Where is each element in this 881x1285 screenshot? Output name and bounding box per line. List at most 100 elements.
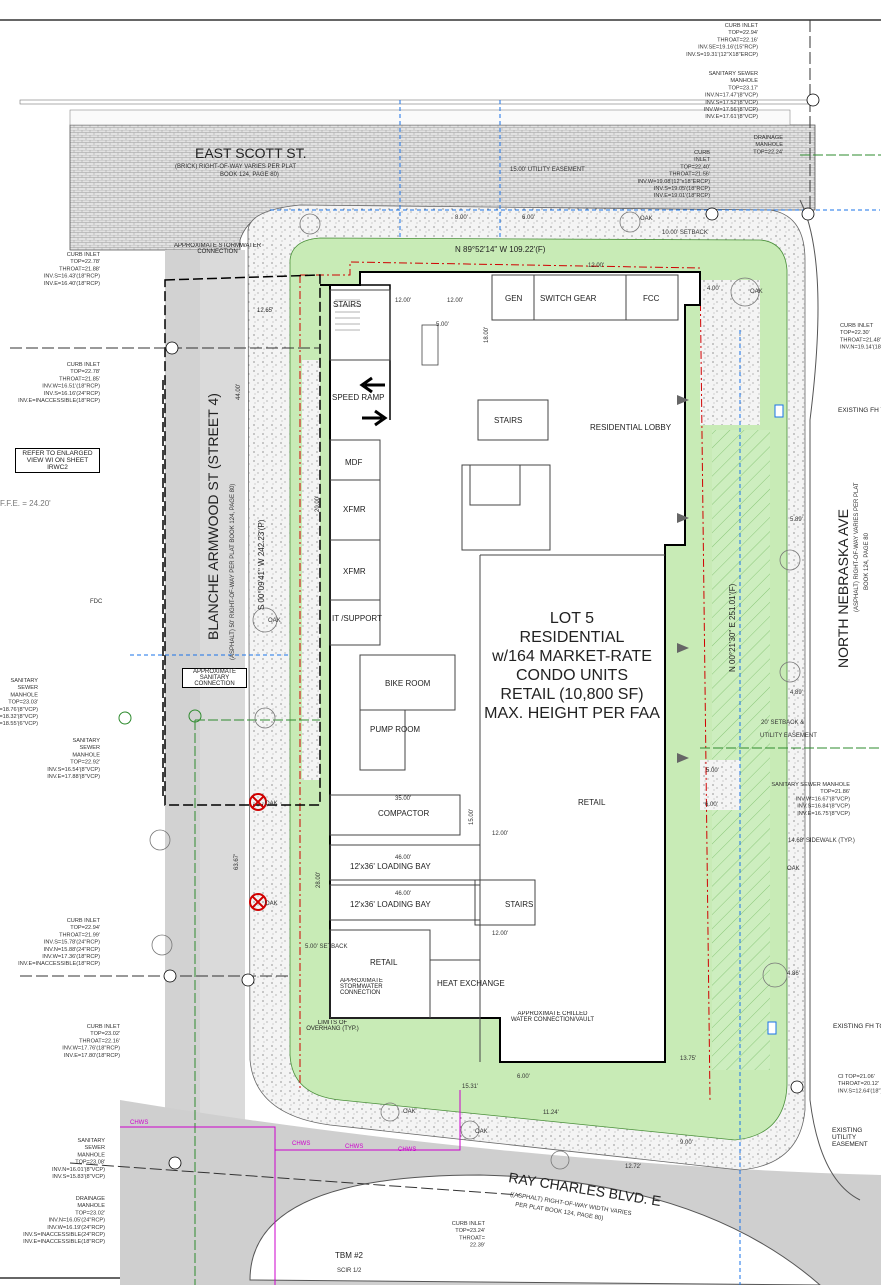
dim-12-4: 12.00' — [492, 831, 508, 837]
dim-15: 15.00' — [469, 809, 475, 825]
callout-ci-n-line: INV.W=19.08'(12"x18"ERCP) — [638, 179, 711, 185]
callout-ci-se-line: INV.S=12.64'(18") — [838, 1088, 881, 1094]
label-setback-20: 20' SETBACK & — [761, 720, 804, 726]
dim-20: 20.00' — [315, 496, 321, 512]
svg-text:w/164 MARKET-RATE: w/164 MARKET-RATE — [491, 648, 652, 665]
dim-486: 4.86' — [787, 971, 800, 977]
dim-6-2: 6.00' — [517, 1074, 530, 1080]
dim-1531: 15.31' — [462, 1084, 478, 1090]
callout-ci-sw2-line: INV.E=17.80'(18"RCP) — [64, 1053, 120, 1059]
callout-ci-e-line: THROAT=21.48' — [840, 337, 881, 343]
dim-44: 44.00' — [236, 384, 242, 400]
speed-ramp: SPEED RAMP — [332, 393, 384, 402]
room-heat-exchange: HEAT EXCHANGE — [437, 979, 505, 988]
dim-12-5: 12.00' — [492, 931, 508, 937]
room-retail-sw: RETAIL — [370, 958, 398, 967]
label-chws-2: CHWS — [345, 1144, 363, 1150]
dim-489: 4.89' — [790, 690, 803, 696]
room-mdf: MDF — [345, 458, 362, 467]
dim-18: 18.00' — [484, 327, 490, 343]
oak-3: OAK — [265, 801, 278, 807]
label-setback-5: 5.00' SETBACK — [305, 944, 348, 950]
callout-ci-sw-line: CURB INLET — [67, 918, 101, 924]
callout-ci-nw-line: THROAT=21.88' — [59, 266, 100, 272]
callout-dm-ne-line: DRAINAGE — [754, 135, 783, 141]
callout-ci-sw2-line: CURB INLET — [87, 1024, 121, 1030]
loading-bay-2: 12'x36' LOADING BAY — [350, 900, 431, 909]
oak-5: OAK — [403, 1109, 416, 1115]
callout-ssm-w-line: SEWER — [17, 685, 38, 691]
callout-ssm-e-line: INV.W=16.67'(8"VCP) — [796, 796, 850, 802]
callout-ssm-ne-line: SANITARY SEWER — [709, 71, 758, 77]
callout-ci-s-line: THROAT= — [459, 1235, 485, 1241]
callout-ssm-e-line: SANITARY SEWER MANHOLE — [771, 782, 850, 788]
callout-ci-nw-line: INV.E=16.40'(18"RCP) — [44, 281, 100, 287]
dim-1375: 13.75' — [680, 1056, 696, 1062]
callout-ci-nw-line: TOP=22.78' — [70, 259, 100, 265]
dim-589: 5.89' — [790, 517, 803, 523]
dim-28: 28.00' — [316, 872, 322, 888]
callout-ci-sw2-line: INV.W=17.76'(18"RCP) — [62, 1046, 120, 1052]
callout-ssm-s-line: SEWER — [84, 1145, 105, 1151]
callout-dm-s-line: INV.E=INACCESSIBLE(18"RCP) — [23, 1239, 105, 1245]
room-bike: BIKE ROOM — [385, 679, 431, 688]
callout-ssm-w2-line: INV.S=16.54'(8"VCP) — [47, 767, 100, 773]
svg-text:LOT 5: LOT 5 — [550, 610, 594, 627]
callout-dm-s-line: DRAINAGE — [76, 1196, 105, 1202]
callout-dm-s-line: MANHOLE — [77, 1203, 105, 1209]
callout-ci-n-line: THROAT=21.56' — [669, 172, 710, 178]
callout-ssm-ne-line: INV.N=17.47'(8"VCP) — [705, 93, 758, 99]
callout-ci-ne-line: THROAT=22.16' — [717, 37, 758, 43]
callout-ssm-w-line: SANITARY — [11, 678, 39, 684]
oak-4: OAK — [265, 901, 278, 907]
callout-ci-sw-line: INV.W=17.36'(18"RCP) — [42, 954, 100, 960]
dim-9: 9.00' — [680, 1140, 693, 1146]
label-chilled-conn: APPROXIMATE CHILLED WATER CONNECTION/VAU… — [510, 1011, 595, 1023]
room-it-support: IT /SUPPORT — [332, 614, 382, 623]
callout-ci-sw2-line: THROAT=22.16' — [79, 1038, 120, 1044]
callout-ssm-ne-line: INV.S=17.52'(8"VCP) — [705, 100, 758, 106]
callout-ssm-w2-line: MANHOLE — [72, 752, 100, 758]
label-refer-enlarged: REFER TO ENLARGED VIEW WI ON SHEET IRWC2 — [15, 448, 100, 473]
callout-ci-sw-line: TOP=22.94' — [70, 925, 100, 931]
oak-7: OAK — [268, 618, 281, 624]
callout-ssm-w-line: INV.W=18.76'(8"VCP) — [0, 707, 38, 713]
callout-ci-w-line: INV.W=16.51'(18"RCP) — [42, 384, 100, 390]
lot-description: LOT 5 RESIDENTIAL w/164 MARKET-RATE COND… — [484, 610, 660, 722]
bearing-north: N 89°52'14" W 109.22'(F) — [455, 245, 546, 254]
label-chws-4: CHWS — [130, 1120, 148, 1126]
callout-ci-ne-line: TOP=22.94' — [728, 30, 758, 36]
dim-12-3: 12.00' — [588, 263, 604, 269]
callout-ci-sw2-line: TOP=23.02' — [90, 1031, 120, 1037]
dim-35: 35.00' — [395, 796, 411, 802]
callout-ci-ne-line: CURB INLET — [725, 23, 759, 29]
callout-ci-n-line: INLET — [694, 157, 710, 163]
label-tbm: TBM #2 — [335, 1251, 364, 1260]
bearing-west: S 00°09'41" W 242.23'(P) — [257, 519, 266, 610]
oak-2: OAK — [750, 289, 763, 295]
callout-ssm-e-line: INV.E=16.75'(8"VCP) — [797, 811, 850, 817]
callout-ssm-e-line: INV.S=16.84'(8"VCP) — [797, 804, 850, 810]
room-gen: GEN — [505, 294, 523, 303]
oak-8: OAK — [787, 866, 800, 872]
callout-ci-n-line: INV.E=19.01'(18"RCP) — [654, 193, 710, 199]
street-name-west: BLANCHE ARMWOOD ST (STREET 4) — [205, 393, 221, 640]
callout-dm-s-line: INV.W=16.19'(24"RCP) — [47, 1225, 105, 1231]
street-name-north: EAST SCOTT ST. — [195, 145, 307, 161]
room-xfmr-1: XFMR — [343, 505, 366, 514]
callout-ci-n-line: INV.S=19.05'(18"RCP) — [654, 186, 710, 192]
callout-ssm-s-line: INV.S=15.83'(8"VCP) — [52, 1174, 105, 1180]
street-desc-east-1: (ASPHALT) RIGHT-OF-WAY VARIES PER PLAT — [854, 482, 860, 612]
structure-callouts: CURB INLETTOP=22.94'THROAT=22.16'INV.SE=… — [0, 23, 881, 1249]
label-sanitary-conn: APPROXIMATE SANITARY CONNECTION — [182, 668, 247, 688]
dim-4: 4.00' — [707, 286, 720, 292]
room-compactor: COMPACTOR — [378, 809, 429, 818]
dim-12-2: 12.00' — [447, 298, 463, 304]
callout-ci-w-line: THROAT=21.85' — [59, 376, 100, 382]
callout-ssm-ne-line: TOP=23.17' — [728, 85, 758, 91]
callout-dm-s-line: TOP=23.02' — [75, 1210, 105, 1216]
svg-text:CONDO UNITS: CONDO UNITS — [516, 667, 628, 684]
dim-46-1: 46.00' — [395, 855, 411, 861]
callout-ssm-ne-line: INV.E=17.61'(8"VCP) — [705, 114, 758, 120]
callout-ssm-ne-line: INV.W=17.56'(8"VCP) — [704, 107, 758, 113]
